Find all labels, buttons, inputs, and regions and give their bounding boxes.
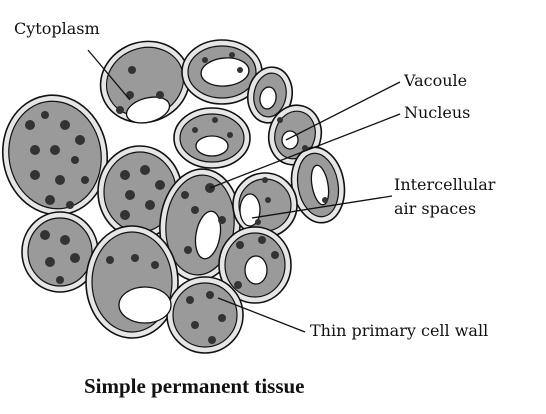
intercellular-label-line2: air spaces [394, 199, 477, 218]
nucleus-granule [60, 120, 70, 130]
nucleus-granule [218, 216, 226, 224]
nucleus-granule [229, 52, 235, 58]
nucleus-granule [131, 254, 139, 262]
vacuole [259, 86, 277, 110]
nucleus-granule [120, 210, 130, 220]
nucleus-granule [192, 127, 198, 133]
nucleus-granule [45, 195, 55, 205]
nucleus-granule [41, 111, 49, 119]
vacuole [195, 135, 229, 157]
nucleus-granule [71, 156, 79, 164]
cell-wall-label: Thin primary cell wall [310, 321, 489, 340]
nucleus-granule [236, 241, 244, 249]
nucleus-granule [262, 177, 268, 183]
cytoplasm [172, 282, 238, 348]
vacuole-label: Vacoule [404, 71, 468, 90]
nucleus-granule [151, 261, 159, 269]
nucleus-granule [106, 256, 114, 264]
intercellular-leader [251, 195, 393, 219]
nucleus-granule [128, 66, 136, 74]
nucleus-granule [271, 251, 279, 259]
nuclei-group [25, 52, 328, 344]
cytoplasm-label: Cytoplasm [14, 19, 100, 38]
vacuole [281, 130, 299, 150]
nucleus-granule [191, 321, 199, 329]
nucleus-granule [140, 165, 150, 175]
nucleus-granule [202, 57, 208, 63]
nucleus-granule [25, 120, 35, 130]
leader-lines [87, 49, 401, 333]
nucleus-granule [258, 236, 266, 244]
nucleus-granule [66, 201, 74, 209]
nucleus-granule [184, 246, 192, 254]
nucleus-granule [156, 91, 164, 99]
nucleus-granule [55, 175, 65, 185]
nucleus-granule [237, 67, 243, 73]
nucleus-granule [265, 197, 271, 203]
cell-wall-leader [217, 297, 306, 333]
vacuole [194, 210, 222, 260]
nucleus-granule [126, 91, 134, 99]
vacuoles-group [118, 57, 330, 324]
diagram-caption: Simple permanent tissue [84, 374, 305, 398]
vacuole [118, 286, 172, 324]
cytoplasm-leader [87, 49, 131, 101]
nucleus-granule [75, 135, 85, 145]
nucleus-granule [255, 219, 261, 225]
cytoplasm [27, 217, 93, 287]
vacuole [244, 255, 268, 285]
nucleus-granule [277, 117, 283, 123]
nucleus-granule [191, 206, 199, 214]
nucleus-granule [60, 235, 70, 245]
nucleus-granule [206, 291, 214, 299]
nucleus-granule [155, 180, 165, 190]
nucleus-granule [145, 200, 155, 210]
vacuole-leader [285, 81, 401, 141]
nucleus-granule [125, 190, 135, 200]
nucleus-granule [227, 132, 233, 138]
nucleus-granule [181, 191, 189, 199]
nucleus-label: Nucleus [404, 103, 471, 122]
nucleus-granule [40, 230, 50, 240]
vacuole [310, 164, 330, 206]
nucleus-granule [50, 145, 60, 155]
vacuole [125, 96, 171, 124]
nucleus-granule [322, 197, 328, 203]
nucleus-granule [81, 176, 89, 184]
nucleus-granule [70, 253, 80, 263]
cells-group [1, 39, 346, 354]
nucleus-granule [116, 106, 124, 114]
nucleus-granule [234, 281, 242, 289]
vacuole [200, 57, 250, 87]
nucleus-granule [302, 145, 308, 151]
nucleus-leader [209, 113, 401, 189]
nucleus-granule [212, 117, 218, 123]
nucleus-granule [30, 145, 40, 155]
nucleus-granule [218, 314, 226, 322]
nucleus-granule [45, 257, 55, 267]
nucleus-granule [120, 170, 130, 180]
nucleus-granule [30, 170, 40, 180]
nucleus-granule [208, 336, 216, 344]
nucleus-granule [186, 296, 194, 304]
intercellular-label-line1: Intercellular [394, 175, 496, 194]
nucleus-granule [56, 276, 64, 284]
